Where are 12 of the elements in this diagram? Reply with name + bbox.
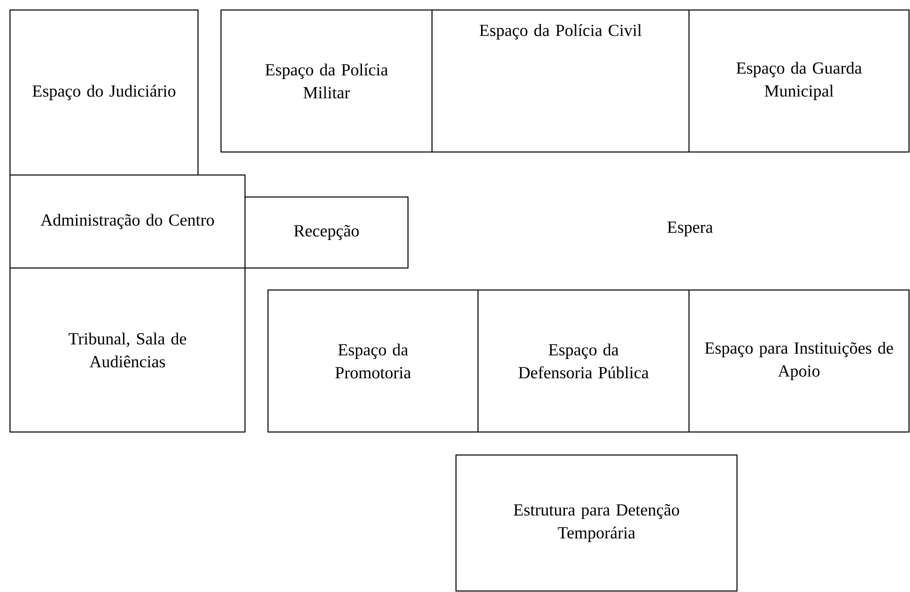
room-box: Espaço da Polícia Civil <box>432 10 690 152</box>
room-box: Administração do Centro <box>10 174 246 268</box>
room-box: Espaço da Promotoria <box>268 290 478 432</box>
room-box: Tribunal, Sala de Audiências <box>10 268 246 432</box>
room-box: Espaço da Defensoria Pública <box>478 290 690 432</box>
room-box: Recepção <box>244 196 408 268</box>
room-box: Estrutura para Detenção Temporária <box>456 454 738 592</box>
room-box: Espaço para Instituições de Apoio <box>688 290 910 432</box>
room-box: Espaço do Judiciário <box>10 10 198 176</box>
area-label: Espera <box>667 222 713 236</box>
room-box: Espaço da Guarda Municipal <box>688 10 910 152</box>
room-box: Espaço da Polícia Militar <box>220 10 432 152</box>
